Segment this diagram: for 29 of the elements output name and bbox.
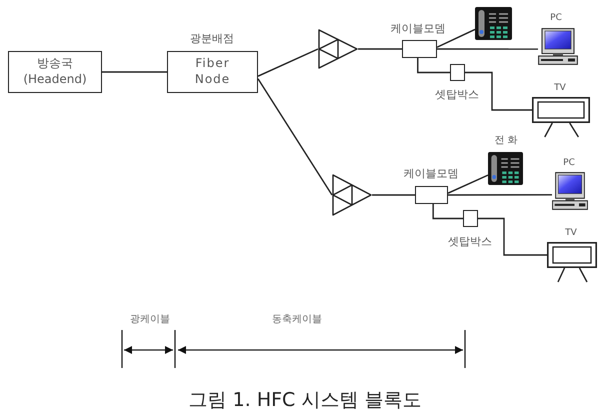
device-label: TV <box>565 228 577 238</box>
device-label: PC <box>550 13 562 24</box>
device-label: TV <box>554 83 566 94</box>
node-label: Fiber Node <box>194 56 230 88</box>
connector-line <box>258 48 318 77</box>
connector-line <box>478 218 547 256</box>
node-label: 방송국 <box>37 56 73 72</box>
connector-line <box>448 174 488 194</box>
device-label: 전 화 <box>494 135 518 146</box>
node-label: (Headend) <box>23 72 87 88</box>
connector-line <box>417 58 450 74</box>
dimension-label: 광케이블 <box>130 314 170 326</box>
connector-line <box>358 48 402 50</box>
dimension-label: 동축케이블 <box>272 314 322 326</box>
connector-line <box>432 204 463 220</box>
device-label: PC <box>563 158 575 168</box>
node-heading: 광분배점 <box>190 33 234 46</box>
device-label: 셋탑박스 <box>435 89 479 102</box>
connector-line <box>257 78 333 196</box>
connector-line <box>465 72 532 111</box>
device-label: 케이블모뎀 <box>390 23 446 36</box>
figure-caption: 그림 1. HFC 시스템 블록도 <box>188 389 422 412</box>
device-label: 케이블모뎀 <box>404 168 458 181</box>
connector-line <box>448 194 552 196</box>
connector-line <box>437 48 538 50</box>
connector-line <box>436 28 476 48</box>
device-label: 셋탑박스 <box>448 236 492 249</box>
connector-line <box>372 194 415 196</box>
connector-line <box>102 71 167 73</box>
